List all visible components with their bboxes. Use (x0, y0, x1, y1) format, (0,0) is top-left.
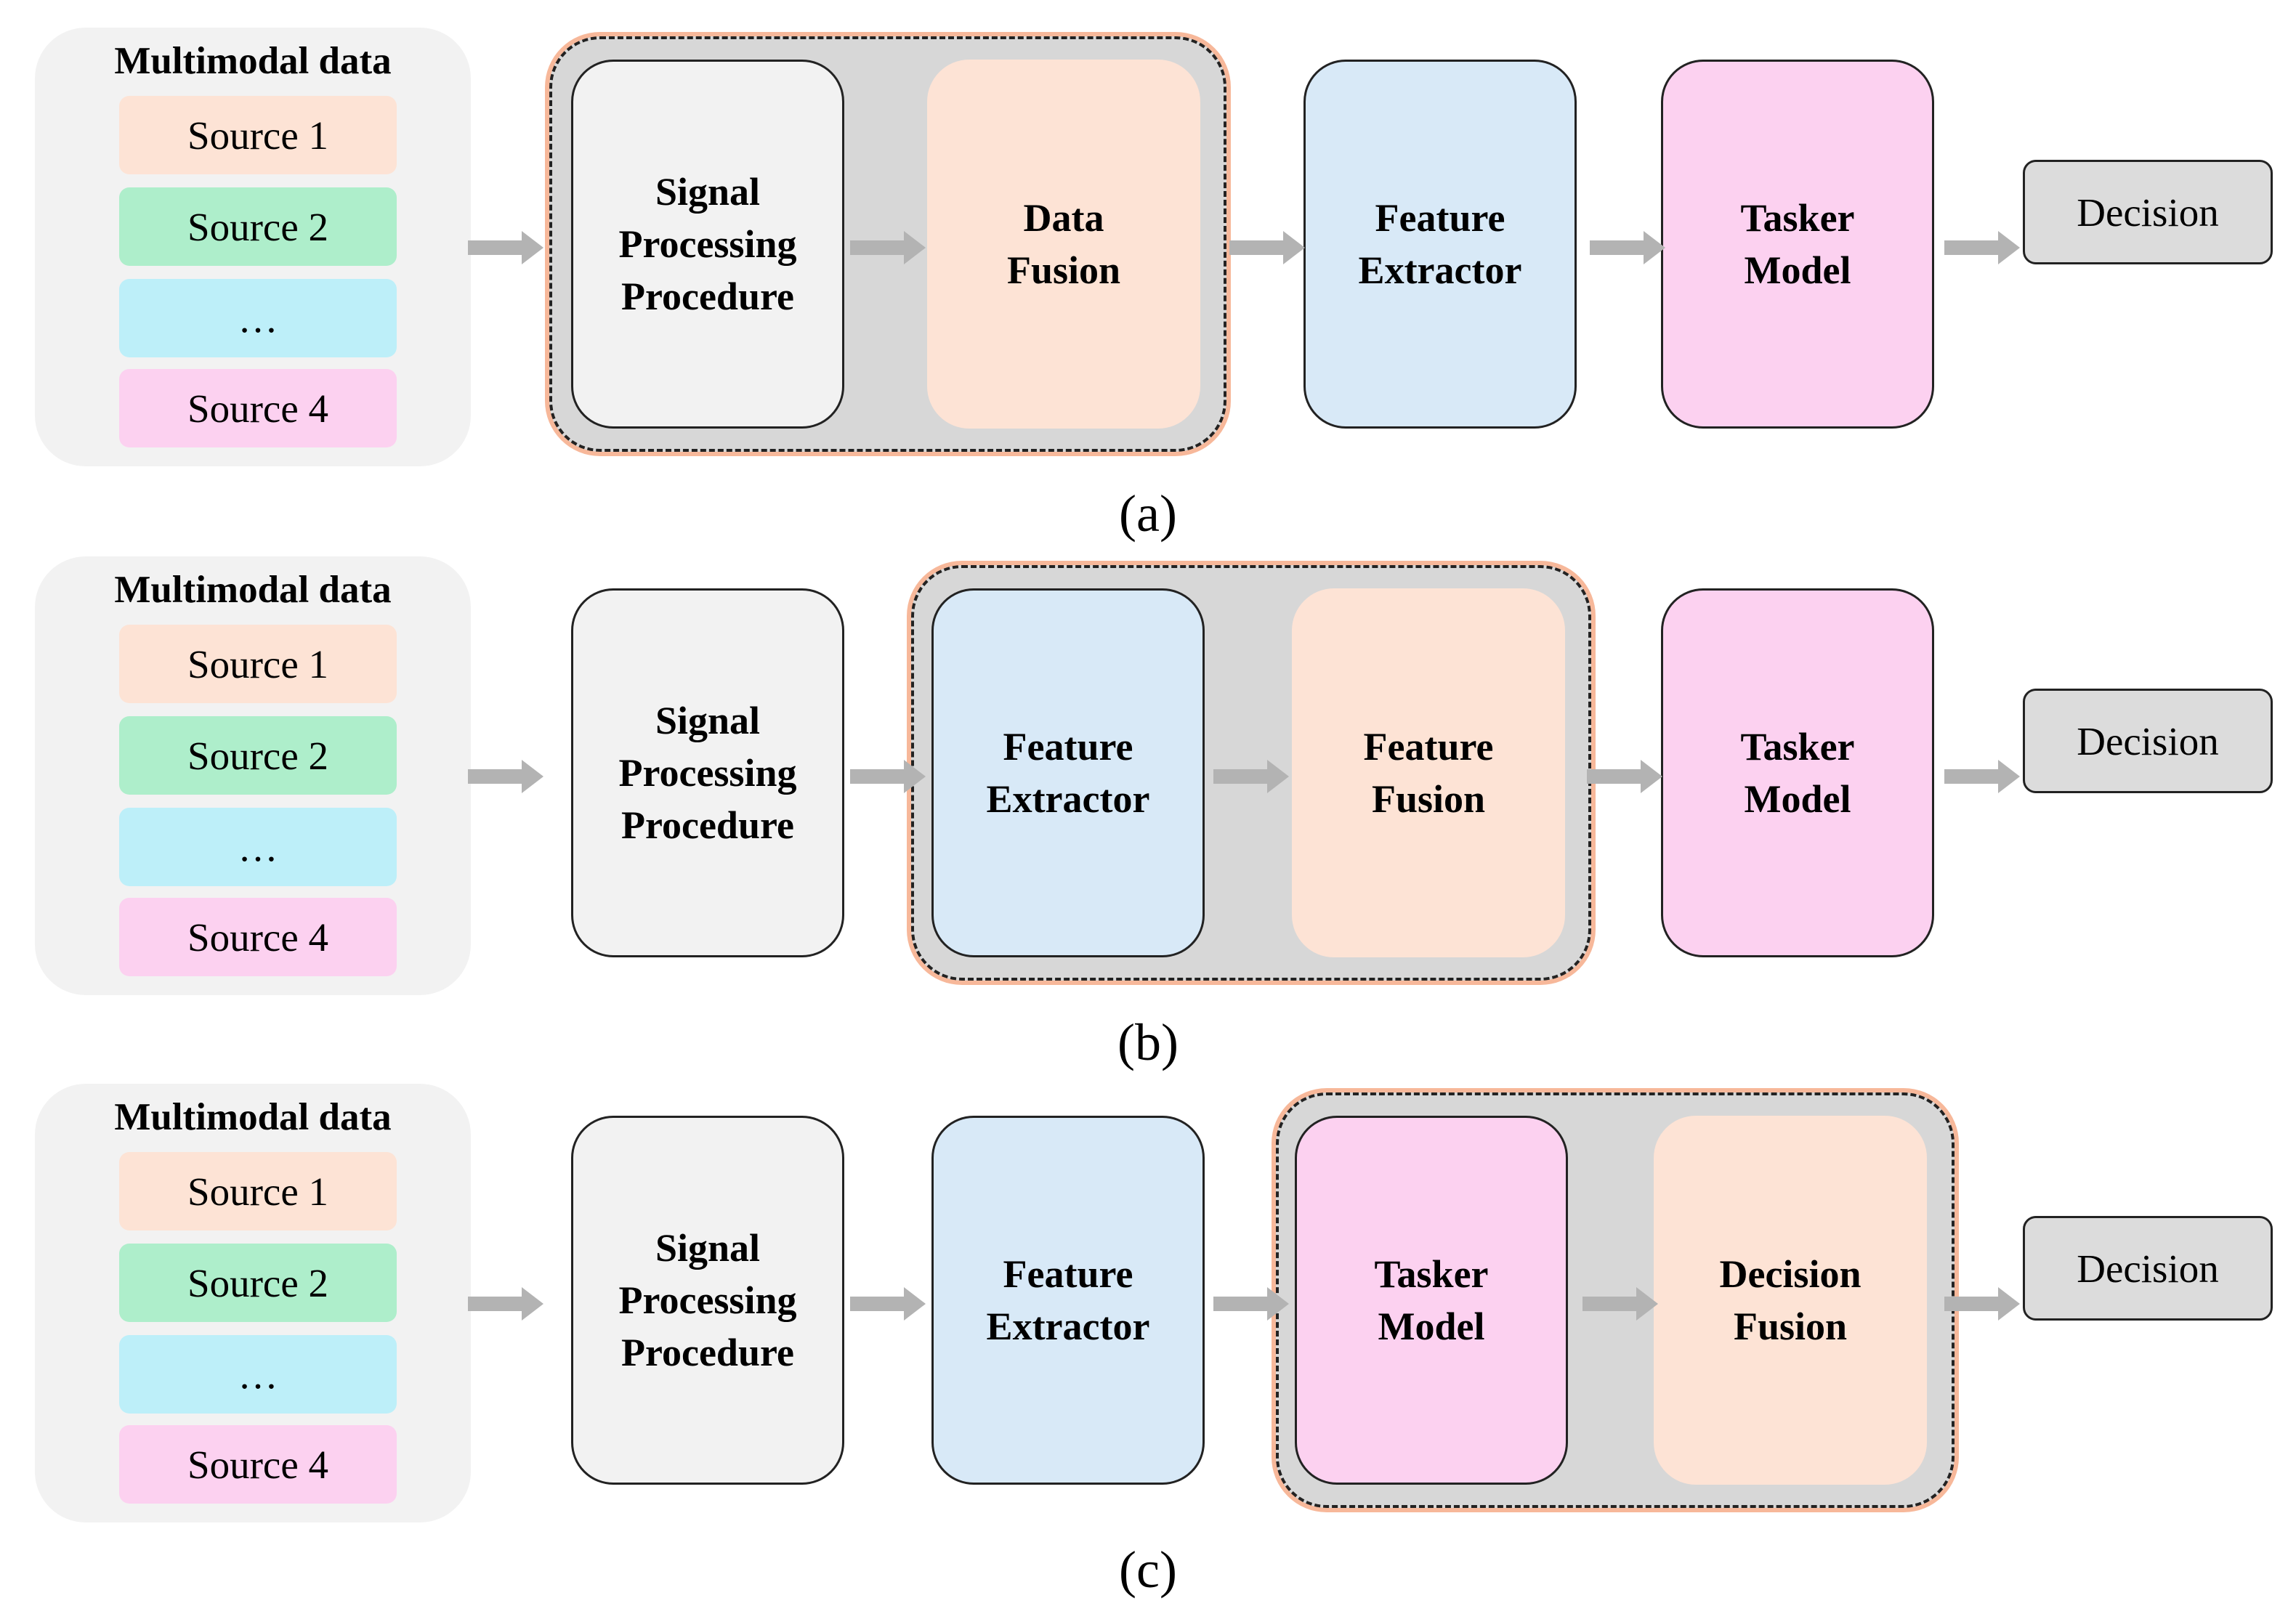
arrow-right-icon (468, 231, 543, 264)
flow-arrow (468, 760, 543, 793)
feature-fusion-box: Feature Fusion (1292, 588, 1565, 957)
multimodal-data-title: Multimodal data (114, 569, 392, 611)
decision-box: Decision (2023, 160, 2273, 264)
decision-box: Decision (2023, 689, 2273, 793)
decision-fusion-box: Decision Fusion (1654, 1116, 1927, 1485)
data-fusion-box: Data Fusion (927, 60, 1200, 429)
source-item: … (119, 1335, 397, 1414)
arrow-right-icon (468, 1287, 543, 1321)
arrow-right-icon (468, 760, 543, 793)
panel-label: (c) (1119, 1541, 1177, 1599)
panel-label: (a) (1119, 484, 1177, 543)
flow-arrow (1590, 231, 1665, 264)
arrow-right-icon (1587, 760, 1662, 793)
tasker-model-box: Tasker Model (1661, 588, 1934, 957)
source-item: Source 2 (119, 1244, 397, 1322)
source-item: … (119, 808, 397, 886)
feature-extractor-box: Feature Extractor (1303, 60, 1577, 429)
flow-arrow (850, 1287, 926, 1321)
flow-arrow (850, 231, 926, 264)
flow-arrow (1944, 231, 2020, 264)
source-item: Source 2 (119, 187, 397, 266)
arrow-right-icon (850, 231, 926, 264)
feature-extractor-box: Feature Extractor (931, 1116, 1205, 1485)
signal-processing-procedure-box: Signal Processing Procedure (571, 60, 844, 429)
flow-arrow (1944, 1287, 2020, 1321)
source-item: Source 1 (119, 96, 397, 174)
source-item: Source 1 (119, 1152, 397, 1230)
source-item: Source 4 (119, 1425, 397, 1504)
flow-arrow (850, 760, 926, 793)
arrow-right-icon (850, 760, 926, 793)
arrow-right-icon (1582, 1287, 1658, 1321)
source-item: Source 4 (119, 898, 397, 976)
flow-arrow (1229, 231, 1305, 264)
flow-arrow (1944, 760, 2020, 793)
source-item: Source 4 (119, 369, 397, 447)
arrow-right-icon (1213, 1287, 1289, 1321)
signal-processing-procedure-box: Signal Processing Procedure (571, 1116, 844, 1485)
tasker-model-box: Tasker Model (1661, 60, 1934, 429)
flow-arrow (1582, 1287, 1658, 1321)
arrow-right-icon (850, 1287, 926, 1321)
source-item: … (119, 279, 397, 357)
arrow-right-icon (1944, 760, 2020, 793)
source-item: Source 2 (119, 716, 397, 795)
source-item: Source 1 (119, 625, 397, 703)
arrow-right-icon (1944, 1287, 2020, 1321)
flow-arrow (1587, 760, 1662, 793)
feature-extractor-box: Feature Extractor (931, 588, 1205, 957)
flow-arrow (1213, 1287, 1289, 1321)
arrow-right-icon (1229, 231, 1305, 264)
arrow-right-icon (1944, 231, 2020, 264)
arrow-right-icon (1213, 760, 1289, 793)
flow-arrow (468, 1287, 543, 1321)
flow-arrow (468, 231, 543, 264)
decision-box: Decision (2023, 1216, 2273, 1321)
multimodal-data-title: Multimodal data (114, 1096, 392, 1138)
flow-arrow (1213, 760, 1289, 793)
signal-processing-procedure-box: Signal Processing Procedure (571, 588, 844, 957)
tasker-model-box: Tasker Model (1295, 1116, 1568, 1485)
arrow-right-icon (1590, 231, 1665, 264)
multimodal-data-title: Multimodal data (114, 40, 392, 82)
panel-label: (b) (1117, 1013, 1179, 1071)
